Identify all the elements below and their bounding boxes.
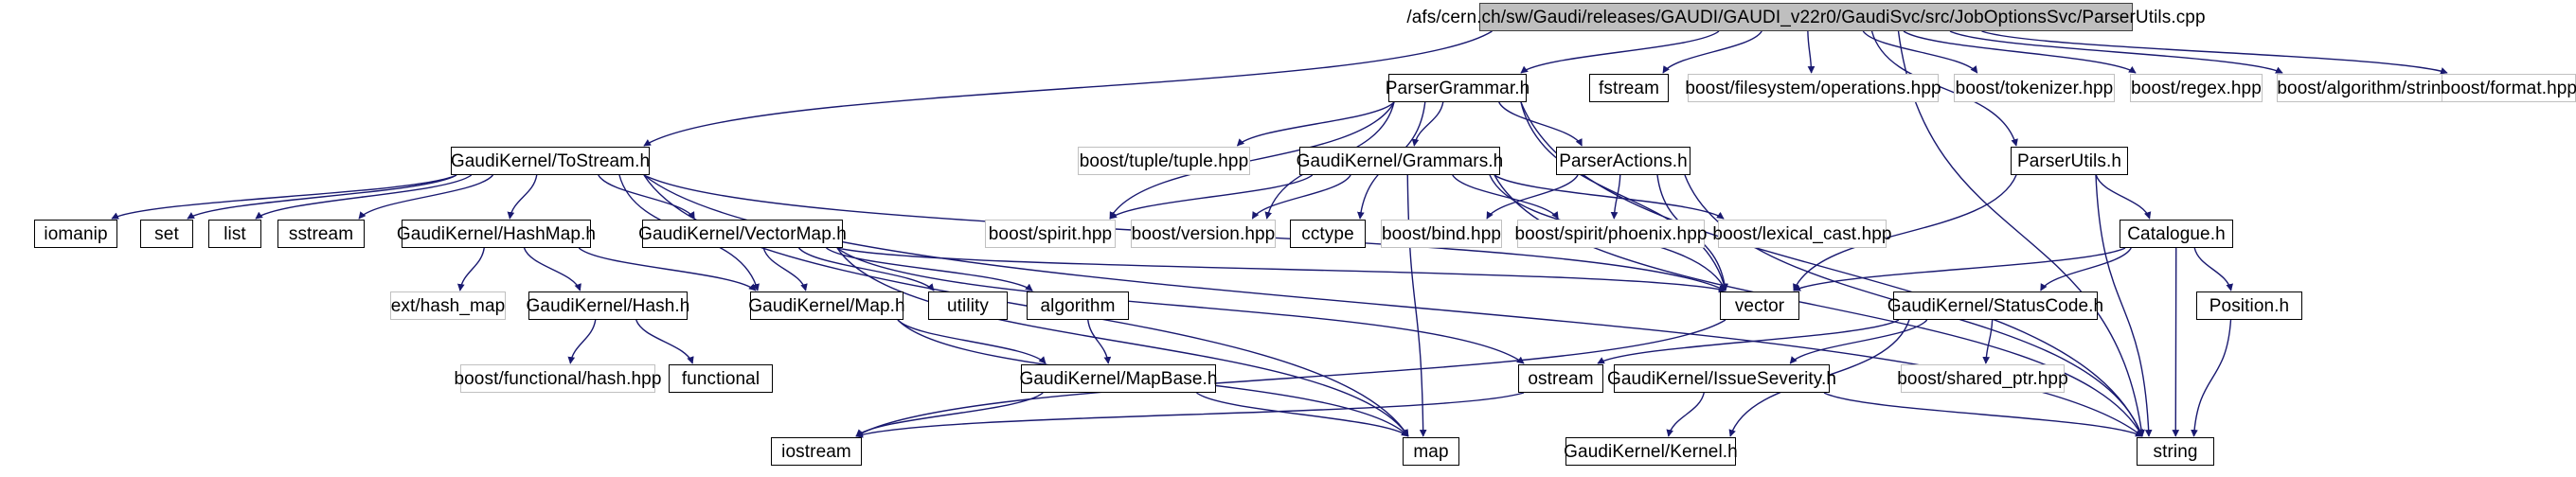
graph-node-putils[interactable]: ParserUtils.h bbox=[2011, 147, 2128, 175]
graph-node-bfhash[interactable]: boost/functional/hash.hpp bbox=[454, 364, 661, 393]
graph-node-fstream[interactable]: fstream bbox=[1589, 74, 1669, 102]
graph-edge bbox=[855, 392, 1044, 437]
graph-edge bbox=[1087, 319, 1112, 364]
graph-node-blexical[interactable]: boost/lexical_cast.hpp bbox=[1712, 220, 1891, 248]
graph-edge bbox=[111, 174, 457, 220]
graph-node-bversion[interactable]: boost/version.hpp bbox=[1131, 220, 1276, 248]
graph-edge bbox=[1789, 319, 1928, 364]
graph-edge bbox=[836, 247, 1409, 437]
graph-node-ostream[interactable]: ostream bbox=[1518, 364, 1603, 393]
graph-edge bbox=[1949, 30, 2283, 74]
graph-node-statuscode[interactable]: GaudiKernel/StatusCode.h bbox=[1887, 292, 2103, 320]
graph-node-functional[interactable]: functional bbox=[669, 364, 773, 393]
graph-edge bbox=[1597, 319, 1900, 364]
graph-edge bbox=[1807, 30, 1816, 74]
graph-node-set[interactable]: set bbox=[140, 220, 193, 248]
graph-node-actions[interactable]: ParserActions.h bbox=[1556, 147, 1690, 175]
graph-edge bbox=[2193, 247, 2233, 292]
graph-edge bbox=[2191, 319, 2232, 437]
graph-edge bbox=[1903, 30, 2137, 74]
graph-edge bbox=[1862, 30, 1978, 74]
graph-edge bbox=[1981, 30, 2448, 75]
graph-edge bbox=[1411, 101, 1444, 147]
graph-edge bbox=[1109, 174, 1314, 220]
graph-node-grammars[interactable]: GaudiKernel/Grammars.h bbox=[1297, 147, 1503, 175]
graph-edge bbox=[1236, 101, 1395, 147]
graph-edge bbox=[836, 247, 1726, 293]
graph-node-btok[interactable]: boost/tokenizer.hpp bbox=[1954, 74, 2115, 102]
graph-node-map[interactable]: map bbox=[1403, 437, 1459, 466]
graph-node-bsharedptr[interactable]: boost/shared_ptr.hpp bbox=[1897, 364, 2068, 393]
graph-edge bbox=[598, 174, 695, 220]
graph-edge bbox=[187, 174, 457, 220]
graph-edge bbox=[1823, 392, 2143, 437]
graph-node-algorithm[interactable]: algorithm bbox=[1027, 292, 1129, 320]
graph-edge bbox=[456, 247, 485, 292]
graph-node-list[interactable]: list bbox=[208, 220, 261, 248]
graph-node-string[interactable]: string bbox=[2137, 437, 2214, 466]
graph-node-utility[interactable]: utility bbox=[928, 292, 1008, 320]
graph-edge bbox=[1251, 174, 1351, 220]
graph-node-mapbase[interactable]: GaudiKernel/MapBase.h bbox=[1019, 364, 1217, 393]
graph-edge bbox=[1610, 174, 1621, 220]
graph-edge bbox=[1196, 392, 1409, 437]
graph-node-btuple[interactable]: boost/tuple/tuple.hpp bbox=[1078, 147, 1250, 175]
graph-edge bbox=[2095, 174, 2152, 220]
graph-edge bbox=[826, 247, 1033, 292]
graph-edge bbox=[2095, 174, 2153, 437]
graph-edge bbox=[507, 174, 538, 220]
graph-edge bbox=[1452, 174, 1559, 220]
graph-node-position[interactable]: Position.h bbox=[2196, 292, 2302, 320]
graph-node-hash[interactable]: GaudiKernel/Hash.h bbox=[527, 292, 689, 320]
graph-edge bbox=[1793, 247, 2126, 292]
graph-node-bformat[interactable]: boost/format.hpp bbox=[2441, 74, 2576, 102]
graph-edge bbox=[358, 174, 494, 220]
graph-edge bbox=[797, 247, 935, 292]
graph-node-vectormap[interactable]: GaudiKernel/VectorMap.h bbox=[638, 220, 847, 248]
graph-node-exthash[interactable]: ext/hash_map bbox=[390, 292, 506, 320]
graph-edge bbox=[1498, 101, 1583, 147]
graph-node-root[interactable]: /afs/cern.ch/sw/Gaudi/releases/GAUDI/GAU… bbox=[1406, 3, 2206, 31]
graph-node-tostream[interactable]: GaudiKernel/ToStream.h bbox=[451, 147, 650, 175]
graph-edge bbox=[643, 30, 1493, 147]
graph-edge bbox=[1520, 30, 1720, 74]
graph-edge bbox=[1520, 101, 1728, 292]
graph-node-iostream[interactable]: iostream bbox=[771, 437, 862, 466]
graph-node-iomanip[interactable]: iomanip bbox=[34, 220, 117, 248]
graph-edge bbox=[1486, 174, 1579, 220]
graph-node-sstream[interactable]: sstream bbox=[277, 220, 365, 248]
graph-node-bspirit[interactable]: boost/spirit.hpp bbox=[985, 220, 1116, 248]
graph-edge bbox=[255, 174, 473, 220]
graph-node-catalogue[interactable]: Catalogue.h bbox=[2120, 220, 2233, 248]
graph-edge bbox=[2040, 247, 2132, 292]
graph-node-cctype[interactable]: cctype bbox=[1290, 220, 1366, 248]
graph-node-grammar[interactable]: ParserGrammar.h bbox=[1386, 74, 1530, 102]
graph-edge bbox=[523, 247, 581, 292]
graph-node-bregex[interactable]: boost/regex.hpp bbox=[2130, 74, 2263, 102]
graph-edge bbox=[1494, 174, 1725, 220]
graph-edge bbox=[855, 392, 1525, 438]
graph-node-kernel[interactable]: GaudiKernel/Kernel.h bbox=[1564, 437, 1738, 466]
graph-edge bbox=[762, 247, 808, 292]
graph-edge bbox=[2172, 247, 2180, 437]
graph-edge bbox=[897, 319, 1046, 364]
graph-edge bbox=[1982, 319, 1994, 364]
graph-node-bphoenix[interactable]: boost/spirit/phoenix.hpp bbox=[1514, 220, 1707, 248]
graph-edge bbox=[578, 247, 757, 292]
graph-node-issuesev[interactable]: GaudiKernel/IssueSeverity.h bbox=[1607, 364, 1836, 393]
graph-node-map_h[interactable]: GaudiKernel/Map.h bbox=[748, 292, 905, 320]
graph-edge bbox=[1406, 174, 1427, 437]
graph-edge bbox=[1662, 30, 1762, 74]
graph-edge bbox=[1666, 392, 1705, 437]
graph-node-vector[interactable]: vector bbox=[1720, 292, 1799, 320]
graph-edge bbox=[635, 319, 694, 364]
graph-edge bbox=[567, 319, 597, 364]
graph-node-hashmap[interactable]: GaudiKernel/HashMap.h bbox=[397, 220, 596, 248]
graph-node-bbind[interactable]: boost/bind.hpp bbox=[1381, 220, 1502, 248]
graph-node-bfsops[interactable]: boost/filesystem/operations.hpp bbox=[1685, 74, 1941, 102]
